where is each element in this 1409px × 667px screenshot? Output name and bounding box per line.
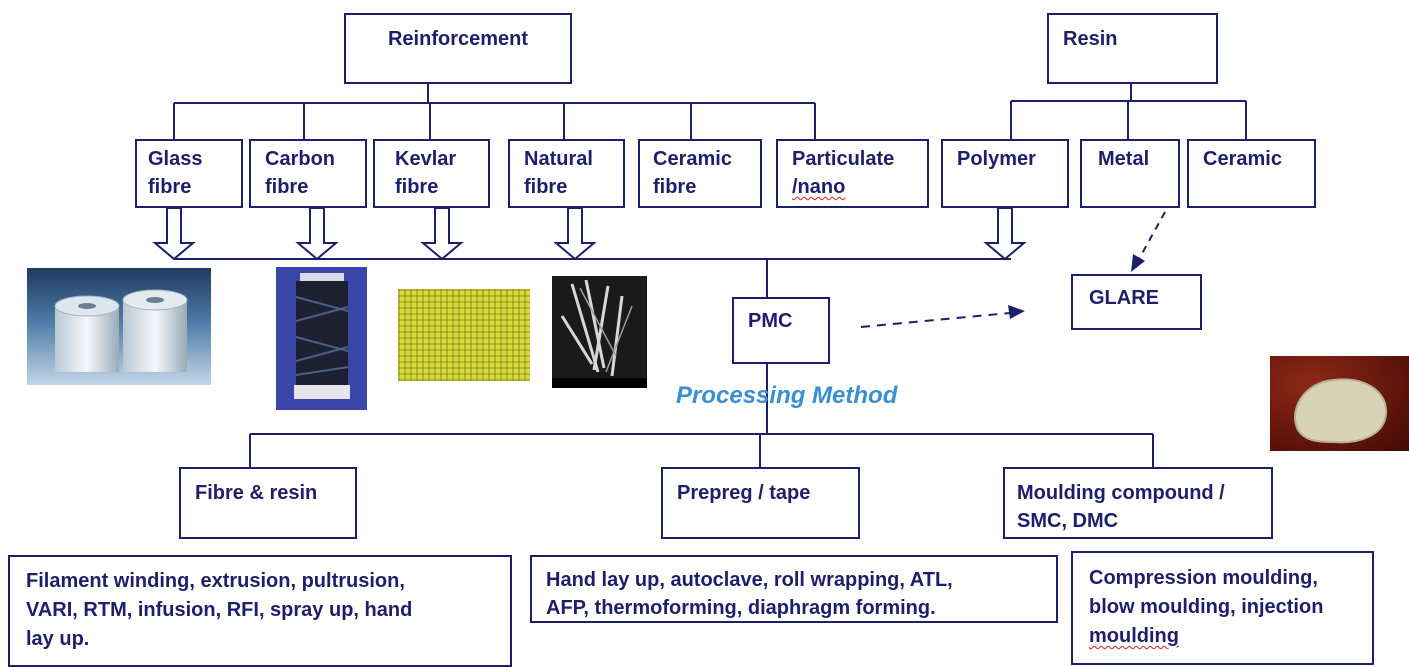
glass-fibre-box: Glass fibre: [135, 139, 243, 208]
metal-box: Metal: [1080, 139, 1180, 208]
prepreg-tape-box: Prepreg / tape: [661, 467, 860, 539]
reinforcement-title: Reinforcement: [387, 28, 529, 50]
pmc-box: PMC: [732, 297, 830, 364]
metal-label: Metal: [1098, 148, 1150, 170]
ceramic-fibre-line2: fibre: [653, 176, 697, 198]
reinforcement-box: Reinforcement: [344, 13, 572, 84]
pmc-label: PMC: [748, 310, 793, 332]
ceramic-resin-label: Ceramic: [1203, 148, 1282, 170]
processing-method-caption: Processing Method: [676, 382, 898, 409]
glass-fibre-line2: fibre: [148, 176, 192, 198]
kevlar-fibre-line2: fibre: [395, 176, 439, 198]
prepreg-tape-detail-box: Hand lay up, autoclave, roll wrapping, A…: [530, 555, 1058, 623]
fibre-resin-detail-line2: VARI, RTM, infusion, RFI, spray up, hand: [26, 599, 413, 621]
moulding-detail-line2: blow moulding, injection: [1089, 596, 1324, 618]
carbon-fibre-line2: fibre: [265, 176, 309, 198]
moulding-compound-title-line2: SMC, DMC: [1017, 510, 1119, 532]
kevlar-fibre-line1: Kevlar: [395, 148, 457, 170]
moulding-compound-drawing: [1294, 378, 1388, 444]
moulding-detail-line1: Compression moulding,: [1089, 567, 1318, 589]
resin-title: Resin: [1063, 28, 1118, 50]
particulate-nano-box: Particulate /nano: [776, 139, 929, 208]
prepreg-tape-detail-line1: Hand lay up, autoclave, roll wrapping, A…: [546, 569, 953, 591]
fibre-resin-box: Fibre & resin: [179, 467, 357, 539]
polymer-box: Polymer: [941, 139, 1069, 208]
moulding-compound-title-line1: Moulding compound /: [1017, 482, 1225, 504]
carbon-fibre-bobbin-drawing: [294, 273, 350, 399]
fibre-resin-detail-line1-text: Filament winding, extrusion, pultrusion,: [26, 570, 405, 592]
particulate-nano-line2: /nano: [792, 176, 846, 198]
carbon-fibre-box: Carbon fibre: [249, 139, 367, 208]
fibre-resin-title: Fibre & resin: [195, 482, 318, 504]
resin-box: Resin: [1047, 13, 1218, 84]
natural-fibre-micrograph-image: [552, 276, 647, 388]
natural-fibre-micrograph-drawing: [552, 279, 647, 388]
glass-fibre-spools-image: [27, 268, 211, 385]
kevlar-fabric-image: [398, 289, 530, 381]
glass-fibre-spools-drawing: [54, 289, 188, 372]
glare-box: GLARE: [1071, 274, 1202, 330]
moulding-compound-box: Moulding compound / SMC, DMC: [1003, 467, 1273, 539]
ceramic-fibre-line1: Ceramic: [653, 148, 732, 170]
kevlar-fibre-box: Kevlar fibre: [373, 139, 490, 208]
prepreg-tape-detail-line2: AFP, thermoforming, diaphragm forming.: [546, 597, 936, 619]
natural-fibre-box: Natural fibre: [508, 139, 625, 208]
glare-label: GLARE: [1089, 287, 1159, 309]
moulding-compound-image: [1270, 356, 1409, 451]
ceramic-resin-box: Ceramic: [1187, 139, 1316, 208]
particulate-nano-line1: Particulate: [792, 148, 895, 170]
ceramic-fibre-box: Ceramic fibre: [638, 139, 762, 208]
prepreg-tape-title: Prepreg / tape: [677, 482, 811, 504]
glass-fibre-line1: Glass: [148, 148, 203, 170]
moulding-detail-box: Compression moulding, blow moulding, inj…: [1071, 551, 1374, 665]
polymer-label: Polymer: [957, 148, 1036, 170]
carbon-fibre-bobbin-image: [276, 267, 367, 410]
moulding-detail-line3: moulding: [1089, 625, 1179, 647]
natural-fibre-line1: Natural: [524, 148, 593, 170]
natural-fibre-line2: fibre: [524, 176, 568, 198]
fibre-resin-detail-box: Filament winding, extrusion, pultrusion,…: [8, 555, 512, 667]
fibre-resin-detail-line3: lay up.: [26, 628, 90, 650]
fibre-resin-detail-line1: Filament winding, extrusion, pultrusion,: [26, 567, 510, 596]
carbon-fibre-line1: Carbon: [265, 148, 335, 170]
